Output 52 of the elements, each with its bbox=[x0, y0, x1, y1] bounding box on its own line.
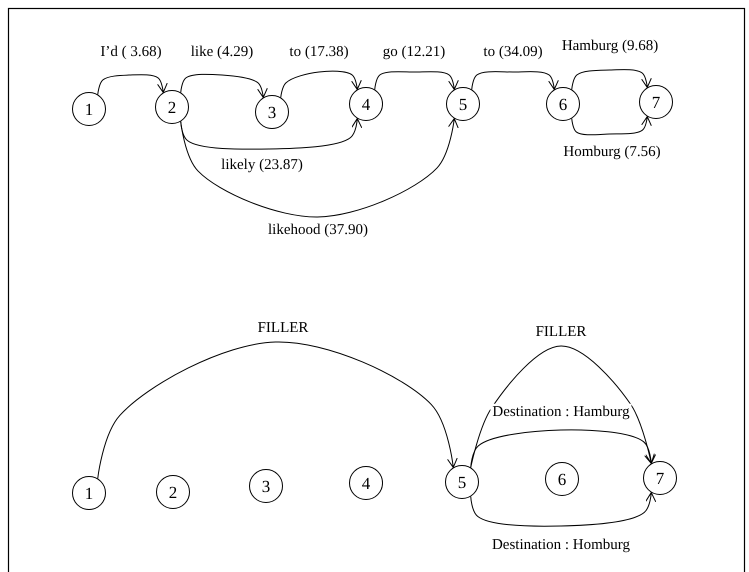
edge-label: to (34.09) bbox=[481, 44, 545, 60]
node-number: 6 bbox=[558, 96, 568, 112]
node-number: 1 bbox=[84, 484, 94, 502]
node-number: 4 bbox=[362, 96, 370, 112]
node-circle bbox=[72, 476, 106, 510]
node-number: 7 bbox=[656, 470, 664, 486]
node-number: 3 bbox=[262, 478, 270, 494]
node-circle bbox=[446, 87, 480, 121]
edge-label: likely (23.87) bbox=[219, 156, 305, 174]
node-number: 2 bbox=[168, 98, 176, 116]
edge-label: to (17.38) bbox=[287, 44, 351, 60]
edge-label: Homburg (7.56) bbox=[561, 144, 663, 160]
node-circle bbox=[72, 92, 106, 126]
node-circle bbox=[639, 85, 673, 119]
edge-label: Destination : Homburg bbox=[490, 536, 632, 554]
arrow bbox=[571, 69, 652, 90]
node-number: 1 bbox=[84, 100, 94, 118]
node-number: 6 bbox=[558, 470, 566, 488]
node-number: 2 bbox=[168, 484, 178, 500]
edge-label: Destination : Hamburg bbox=[490, 404, 632, 420]
arrow bbox=[471, 71, 559, 90]
node-circle bbox=[546, 87, 580, 121]
node-circle bbox=[349, 87, 383, 121]
arrow bbox=[180, 118, 459, 218]
arrow bbox=[374, 71, 459, 90]
node-circle bbox=[545, 462, 579, 496]
arrow bbox=[97, 342, 458, 479]
arrow bbox=[470, 429, 656, 468]
arrow bbox=[571, 116, 652, 136]
node-circle bbox=[255, 95, 289, 129]
node-circle bbox=[445, 465, 479, 499]
node-number: 5 bbox=[458, 96, 468, 112]
edge-label: Hamburg (9.68) bbox=[560, 38, 660, 54]
node-number: 3 bbox=[268, 104, 276, 120]
node-number: 5 bbox=[458, 474, 466, 490]
edge-label: likehood (37.90) bbox=[266, 222, 370, 238]
arrow bbox=[470, 346, 655, 468]
arrow bbox=[180, 118, 362, 150]
edge-label: I’d ( 3.68) bbox=[98, 44, 164, 60]
node-circle bbox=[156, 475, 190, 509]
edge-label: like (4.29) bbox=[188, 44, 256, 60]
node-circle bbox=[249, 469, 283, 503]
arrow bbox=[280, 70, 362, 98]
arrow bbox=[97, 74, 168, 95]
node-number: 7 bbox=[652, 94, 660, 110]
node-circle bbox=[349, 466, 383, 500]
edge-label: go (12.21) bbox=[380, 44, 448, 60]
node-circle bbox=[643, 461, 677, 495]
arrow bbox=[470, 492, 656, 527]
node-circle bbox=[155, 90, 189, 124]
arrow bbox=[180, 74, 268, 98]
node-number: 4 bbox=[362, 474, 370, 492]
